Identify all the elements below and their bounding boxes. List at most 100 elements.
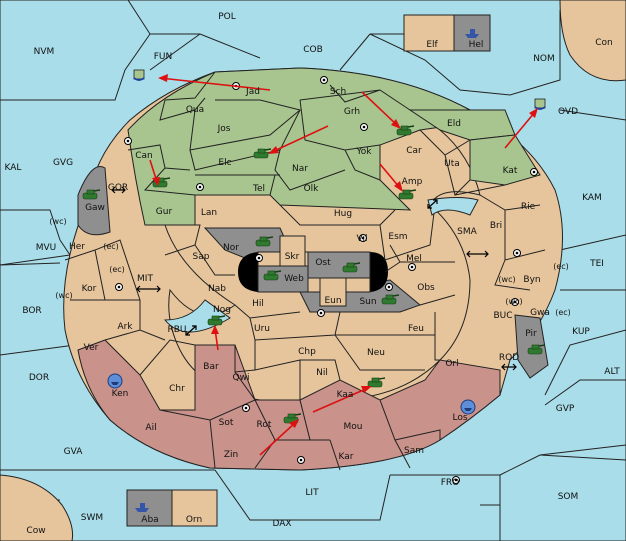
label-jad: Jad	[245, 87, 260, 97]
label-gur: Gur	[156, 207, 173, 217]
label-eun: Eun	[324, 296, 341, 306]
fleet-icon[interactable]	[465, 29, 479, 38]
province-kat[interactable]	[469, 134, 541, 186]
label-sma: SMA	[457, 227, 477, 237]
order-arrows	[149, 74, 538, 456]
label-buc: BUC	[493, 311, 512, 321]
label-chr: Chr	[169, 384, 185, 394]
label-hel: Hel	[469, 40, 484, 50]
label-mvu: MVU	[36, 243, 57, 253]
label-ark: Ark	[117, 322, 133, 332]
label-gor: GOR	[108, 183, 128, 193]
label-yok: Yok	[355, 147, 372, 157]
label-swm: SWM	[81, 513, 103, 523]
label-ver: Ver	[84, 343, 99, 353]
army-icon[interactable]	[207, 315, 226, 326]
fleet-icon[interactable]	[135, 503, 149, 512]
label-kar: Kar	[339, 452, 354, 462]
province-gaw[interactable]	[77, 166, 111, 236]
label-nor: Nor	[223, 243, 239, 253]
army-icon[interactable]	[527, 344, 546, 355]
label-dor: DOR	[29, 373, 49, 383]
province-cow[interactable]	[0, 474, 73, 541]
label-tel: Tel	[252, 184, 265, 194]
label-skr: Skr	[285, 252, 300, 262]
label-qwi: Qwi	[233, 373, 250, 383]
label-obs: Obs	[417, 283, 435, 293]
province-elf[interactable]	[403, 14, 455, 52]
label-chp: Chp	[298, 347, 316, 357]
label-zin: Zin	[224, 450, 238, 460]
label-kor: Kor	[82, 284, 97, 294]
label-lan: Lan	[201, 208, 217, 218]
label-ec3: (ec)	[553, 262, 569, 271]
army-icon[interactable]	[82, 189, 101, 200]
label-pir: Pir	[525, 329, 537, 339]
army-icon[interactable]	[253, 148, 272, 159]
label-gvg: GVG	[53, 158, 73, 168]
label-jos: Jos	[217, 124, 231, 134]
province-con[interactable]	[559, 0, 626, 82]
label-neu: Neu	[367, 348, 385, 358]
label-pol: POL	[218, 12, 236, 22]
army-icon[interactable]	[381, 294, 400, 305]
label-web: Web	[284, 274, 304, 284]
label-sap: Sap	[193, 252, 210, 262]
label-nvm: NVM	[34, 47, 55, 57]
province-orn[interactable]	[171, 489, 218, 527]
fleet-icon[interactable]	[133, 69, 145, 81]
province-pir[interactable]	[514, 314, 549, 379]
label-hug: Hug	[334, 209, 352, 219]
adjacency-markers	[111, 186, 517, 371]
province-ost[interactable]	[307, 251, 371, 279]
label-nil: Nil	[316, 368, 328, 378]
label-kup: KUP	[572, 327, 590, 337]
army-icon[interactable]	[396, 125, 415, 136]
region-green	[127, 67, 492, 226]
label-hil: Hil	[252, 299, 264, 309]
label-con: Con	[595, 38, 613, 48]
label-her: Her	[69, 242, 85, 252]
label-gvp: GVP	[556, 404, 575, 414]
fleet-icon[interactable]	[460, 399, 476, 415]
army-icon[interactable]	[342, 262, 361, 273]
label-uta: Uta	[444, 159, 460, 169]
label-olk: Olk	[304, 184, 320, 194]
label-ken: Ken	[112, 389, 129, 399]
fleet-icon[interactable]	[107, 373, 123, 389]
label-gaw: Gaw	[85, 203, 105, 213]
army-icon[interactable]	[367, 377, 386, 388]
label-kat: Kat	[503, 166, 518, 176]
province-skr[interactable]	[279, 235, 306, 267]
label-wc2: (wc)	[55, 291, 72, 300]
label-wc4: (wc)	[505, 297, 522, 306]
label-rbu: RBU	[167, 325, 186, 335]
label-wc1: (wc)	[49, 217, 66, 226]
label-kal: KAL	[5, 163, 22, 173]
label-feu: Feu	[408, 324, 424, 334]
label-bri: Bri	[490, 221, 502, 231]
army-units	[82, 125, 546, 424]
fleet-icon[interactable]	[534, 98, 546, 110]
label-tei: TEI	[589, 259, 604, 269]
army-icon[interactable]	[255, 236, 274, 247]
label-bor: BOR	[22, 306, 41, 316]
label-rod: ROD	[499, 353, 519, 363]
label-dax: DAX	[272, 519, 291, 529]
label-ovd: OVD	[558, 107, 578, 117]
label-lit: LIT	[305, 488, 319, 498]
province-eun[interactable]	[319, 277, 347, 307]
label-uru: Uru	[254, 324, 270, 334]
province-aba[interactable]	[126, 489, 173, 527]
label-sun: Sun	[359, 297, 376, 307]
label-ec1: (ec)	[103, 242, 119, 251]
province-labels: POL NVM FUN COB NOM Con Elf Hel OVD KAL …	[5, 12, 621, 536]
label-grh: Grh	[344, 107, 360, 117]
army-icon[interactable]	[263, 270, 282, 281]
label-sot: Sot	[219, 418, 234, 428]
label-wc3: (wc)	[498, 275, 515, 284]
label-qua: Qua	[186, 105, 204, 115]
label-nom: NOM	[533, 54, 555, 64]
label-sch: Sch	[330, 87, 346, 97]
label-fro: FRO	[441, 478, 460, 488]
